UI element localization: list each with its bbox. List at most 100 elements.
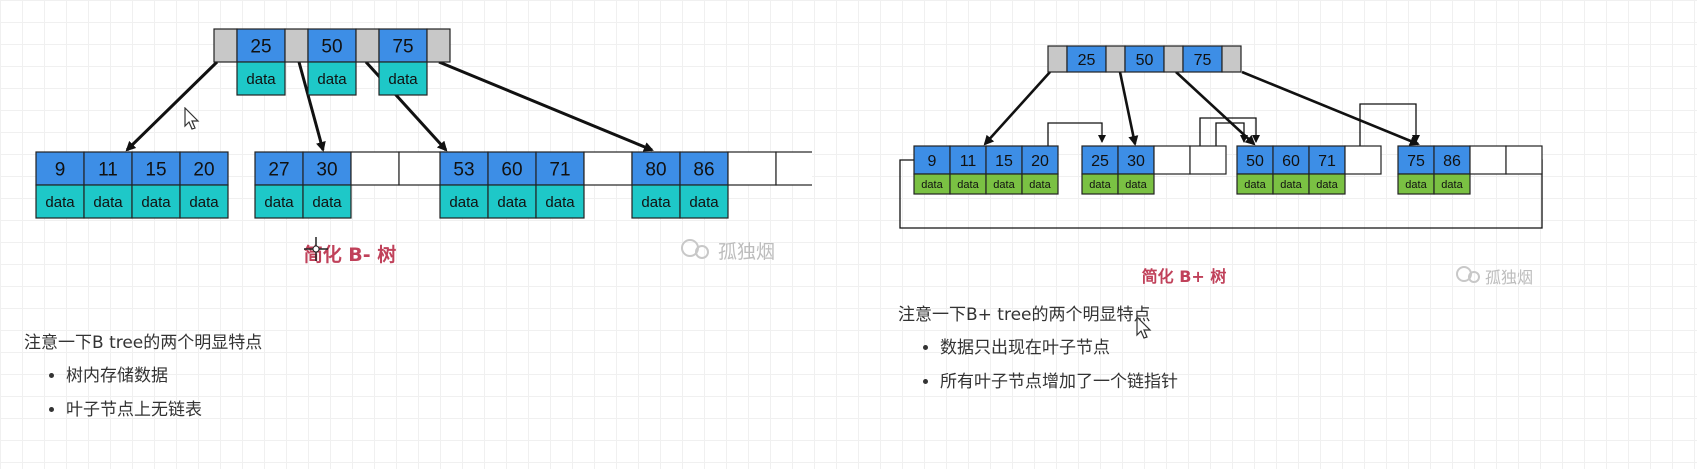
leaf-data-cell: data (949, 173, 987, 195)
leaf-key-cell (775, 151, 812, 186)
btree-notes: 注意一下B tree的两个明显特点 树内存储数据 叶子节点上无链表 (24, 328, 624, 429)
leaf-key-cell-text: 20 (1031, 153, 1049, 170)
leaf-data-cell-text: data (1441, 179, 1463, 191)
leaf-key-cell-text: 71 (549, 159, 570, 180)
leaf-key-cell: 30 (1117, 145, 1155, 175)
leaf-data-cell-text: data (45, 194, 75, 211)
root-key-cell: 50 (1124, 45, 1165, 73)
child-pointer-arrow (983, 71, 1051, 146)
leaf-data-cell: data (1081, 173, 1119, 195)
leaf-key-cell: 20 (1021, 145, 1059, 175)
leaf-data-cell: data (1117, 173, 1155, 195)
leaf-key-cell-text: 25 (1091, 153, 1109, 170)
leaf-data-cell-text: data (545, 194, 575, 211)
leaf-key-cell: 50 (1236, 145, 1274, 175)
root-data-cell-text: data (317, 71, 347, 88)
leaf-data-cell-text: data (264, 194, 294, 211)
leaf-key-cell: 9 (913, 145, 951, 175)
leaf-data-cell-text: data (1125, 179, 1147, 191)
leaf-data-cell: data (1236, 173, 1274, 195)
leaf-data-cell-text: data (1405, 179, 1427, 191)
leaf-data-cell: data (83, 184, 133, 219)
leaf-data-cell-text: data (641, 194, 671, 211)
leaf-key-cell: 80 (631, 151, 681, 186)
child-pointer-arrow (1241, 70, 1420, 146)
root-key-cell-text: 50 (1136, 52, 1154, 69)
root-key-cell: 75 (1182, 45, 1223, 73)
leaf-data-cell: data (131, 184, 181, 219)
leaf-data-cell: data (1272, 173, 1310, 195)
leaf-key-cell-text: 75 (1407, 153, 1425, 170)
root-key-cell: 25 (1066, 45, 1107, 73)
leaf-data-cell: data (179, 184, 229, 219)
root-data-cell-text: data (246, 71, 276, 88)
root-data-cell: data (378, 61, 428, 96)
leaf-key-cell-text: 53 (453, 159, 474, 180)
leaf-key-cell: 75 (1397, 145, 1435, 175)
leaf-sibling-link (1359, 103, 1420, 146)
leaf-key-cell-text: 11 (98, 159, 118, 180)
leaf-key-cell: 15 (131, 151, 181, 186)
leaf-key-cell (1505, 145, 1543, 175)
leaf-key-cell-text: 86 (1443, 153, 1461, 170)
leaf-data-cell: data (985, 173, 1023, 195)
leaf-key-cell: 11 (83, 151, 133, 186)
leaf-key-cell (1189, 145, 1227, 175)
leaf-key-cell-text: 30 (316, 159, 337, 180)
root-pointer-slot (355, 28, 380, 63)
leaf-key-cell-text: 15 (995, 153, 1013, 170)
leaf-key-cell: 71 (535, 151, 585, 186)
leaf-data-cell-text: data (449, 194, 479, 211)
leaf-key-cell (583, 151, 633, 186)
leaf-sibling-link (1199, 117, 1260, 146)
btree-watermark: 孤独烟 (681, 239, 775, 263)
leaf-key-cell (1469, 145, 1507, 175)
leaf-data-cell-text: data (957, 179, 979, 191)
leaf-key-cell-text: 50 (1246, 153, 1264, 170)
root-pointer-slot (1047, 45, 1068, 73)
leaf-key-cell-text: 20 (193, 159, 214, 180)
leaf-key-cell-text: 60 (1282, 153, 1300, 170)
leaf-key-cell: 53 (439, 151, 489, 186)
leaf-key-cell: 11 (949, 145, 987, 175)
leaf-data-cell: data (487, 184, 537, 219)
leaf-data-cell: data (913, 173, 951, 195)
root-key-cell-text: 75 (392, 36, 413, 57)
leaf-key-cell (1153, 145, 1191, 175)
leaf-key-cell-text: 15 (145, 159, 166, 180)
leaf-key-cell: 71 (1308, 145, 1346, 175)
leaf-data-cell-text: data (1316, 179, 1338, 191)
child-pointer-arrow (438, 60, 654, 152)
leaf-key-cell: 86 (1433, 145, 1471, 175)
btree-notes-heading: 注意一下B tree的两个明显特点 (24, 333, 263, 353)
crosshair-cursor-icon (304, 237, 328, 261)
leaf-key-cell (350, 151, 400, 186)
btree-notes-list: 树内存储数据 叶子节点上无链表 (24, 361, 624, 420)
bplustree-watermark-text: 孤独烟 (1485, 268, 1533, 287)
bplustree-watermark: 孤独烟 (1456, 266, 1533, 287)
list-item: 叶子节点上无链表 (66, 395, 624, 420)
bplustree-notes: 注意一下B+ tree的两个明显特点 数据只出现在叶子节点 所有叶子节点增加了一… (898, 300, 1498, 401)
leaf-data-cell: data (302, 184, 352, 219)
mouse-pointer-icon (1136, 316, 1152, 339)
leaf-data-cell-text: data (689, 194, 719, 211)
leaf-key-cell-text: 80 (645, 159, 666, 180)
leaf-key-cell: 15 (985, 145, 1023, 175)
leaf-key-cell: 27 (254, 151, 304, 186)
leaf-data-cell-text: data (921, 179, 943, 191)
mouse-pointer-icon (184, 107, 200, 130)
leaf-key-cell: 20 (179, 151, 229, 186)
leaf-data-cell: data (1021, 173, 1059, 195)
leaf-data-cell: data (439, 184, 489, 219)
bplustree-notes-heading: 注意一下B+ tree的两个明显特点 (898, 305, 1151, 325)
root-pointer-slot (1221, 45, 1242, 73)
root-key-cell-text: 25 (250, 36, 271, 57)
child-pointer-arrow (1175, 71, 1256, 146)
leaf-key-cell: 60 (487, 151, 537, 186)
leaf-data-cell-text: data (189, 194, 219, 211)
root-pointer-slot (1105, 45, 1126, 73)
